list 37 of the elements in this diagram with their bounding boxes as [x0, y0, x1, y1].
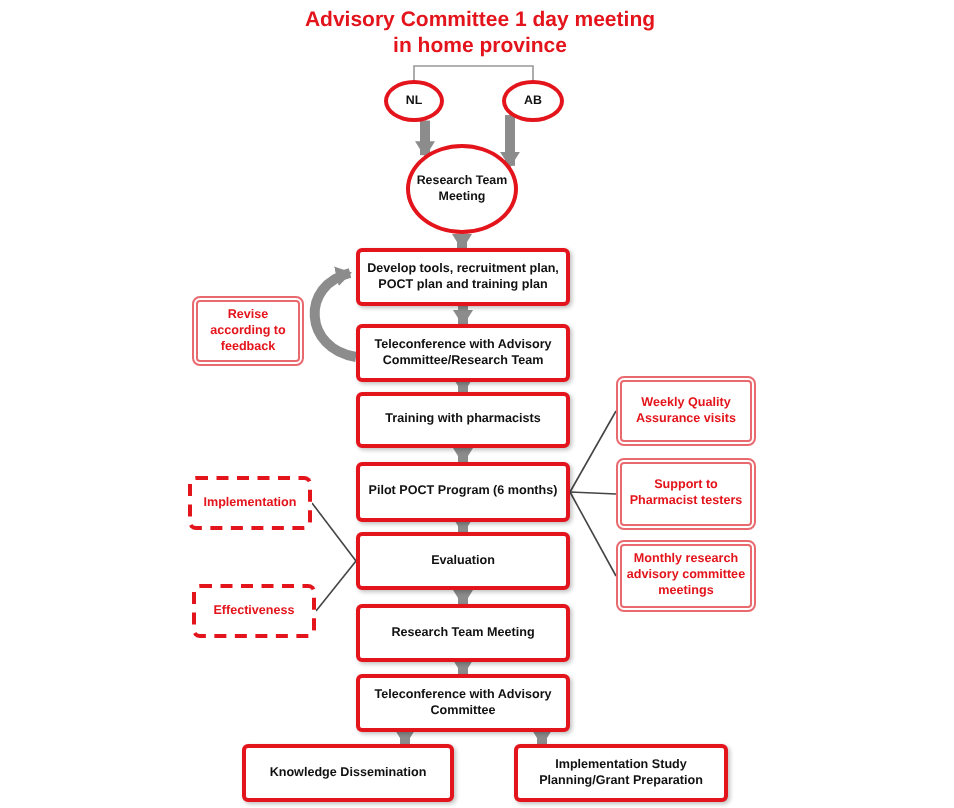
- arrow: [452, 234, 472, 250]
- arrow: [453, 660, 473, 676]
- ellipse-node: [384, 80, 444, 122]
- note-box: [616, 540, 756, 612]
- connector-line: [569, 491, 617, 495]
- process-box: [242, 744, 454, 802]
- connector-line: [569, 491, 617, 577]
- arrow: [415, 120, 435, 158]
- process-box: [356, 392, 570, 448]
- process-box: [514, 744, 728, 802]
- process-box: [356, 532, 570, 590]
- arrow: [453, 518, 473, 534]
- dashed-box: [188, 476, 312, 530]
- process-box: [356, 324, 570, 382]
- arrow: [309, 268, 358, 362]
- note-box: [192, 296, 304, 366]
- arrow: [453, 448, 473, 464]
- process-box: [356, 674, 570, 732]
- arrow: [453, 590, 473, 606]
- connector-line: [311, 502, 357, 562]
- process-box: [356, 604, 570, 662]
- connector-line: [413, 65, 534, 81]
- arrow: [500, 115, 520, 168]
- arrow: [453, 306, 473, 326]
- process-box: [356, 462, 570, 522]
- arrow: [453, 378, 473, 394]
- note-box: [616, 376, 756, 446]
- circle-node: [406, 144, 518, 234]
- arrow: [532, 730, 552, 746]
- process-box: [356, 248, 570, 306]
- connector-line: [569, 410, 617, 493]
- diagram-title: Advisory Committee 1 day meeting in home province: [302, 8, 658, 60]
- ellipse-node: [502, 80, 564, 122]
- note-box: [616, 458, 756, 530]
- arrow: [395, 730, 415, 746]
- connector-line: [315, 560, 357, 612]
- dashed-box: [192, 584, 316, 638]
